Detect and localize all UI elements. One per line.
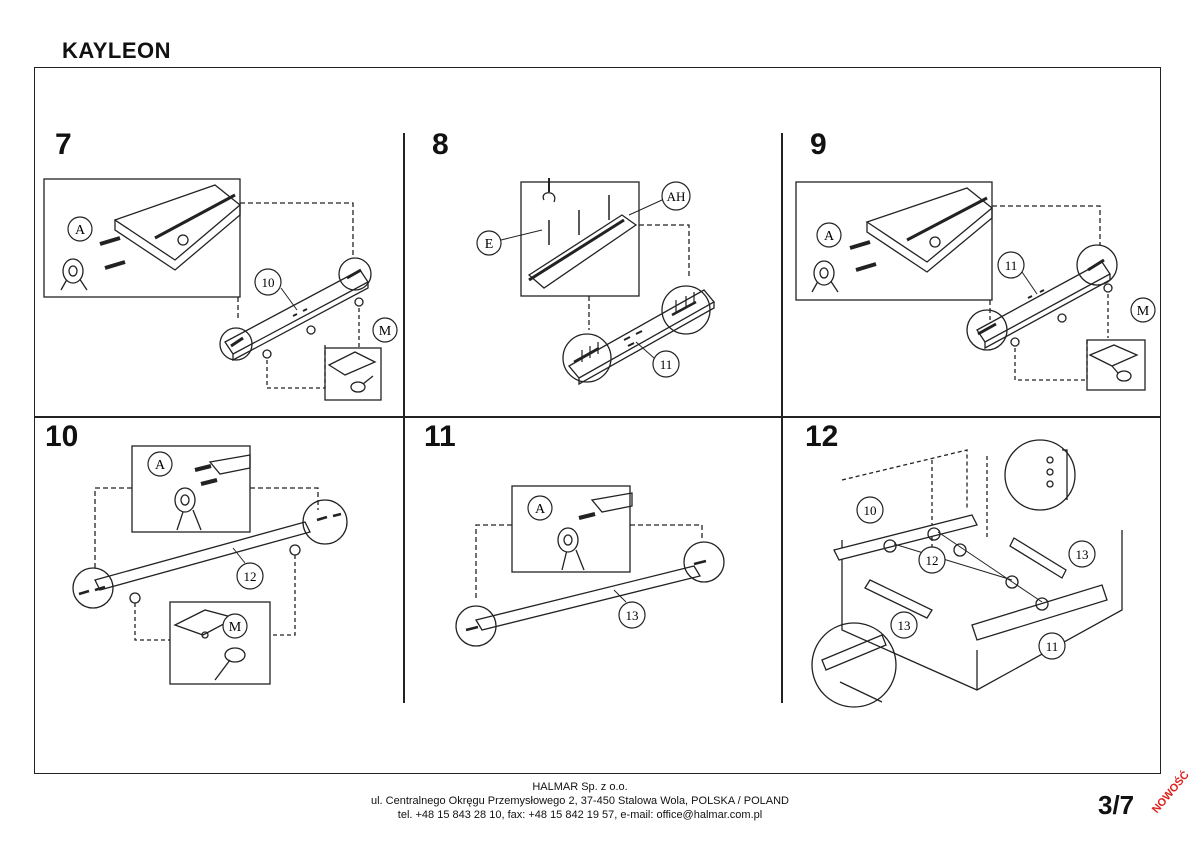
step-number-8: 8 bbox=[432, 128, 449, 161]
callout-11: 11 bbox=[997, 251, 1038, 295]
detail-box bbox=[511, 485, 631, 573]
callout-10: 10 bbox=[856, 496, 884, 524]
step-number-12: 12 bbox=[805, 420, 839, 453]
detail-box bbox=[520, 181, 640, 297]
divider-vertical-1 bbox=[403, 133, 405, 703]
footer-company: HALMAR Sp. z o.o. bbox=[532, 781, 628, 793]
footer-contact: tel. +48 15 843 28 10, fax: +48 15 842 1… bbox=[397, 809, 763, 821]
detail-box bbox=[795, 181, 993, 301]
callout-E: E bbox=[476, 229, 543, 256]
new-badge: NOWOŚĆ bbox=[1150, 769, 1192, 816]
callout-11-label: 11 bbox=[1046, 639, 1059, 654]
callout-13-right: 13 bbox=[1068, 540, 1096, 568]
callout-12: 12 bbox=[918, 546, 946, 574]
callout-10-label: 10 bbox=[262, 275, 275, 290]
callout-13-left: 13 bbox=[890, 611, 918, 639]
callout-13: 13 bbox=[613, 589, 646, 629]
step-8-illustration: E AH 11 bbox=[476, 178, 715, 386]
callout-12: 12 bbox=[232, 547, 264, 590]
callout-13-label: 13 bbox=[626, 608, 639, 623]
callout-11: 11 bbox=[1038, 632, 1066, 660]
callout-A-label: A bbox=[535, 502, 546, 517]
step-10-illustration: A 12 M bbox=[72, 445, 348, 685]
footer-address: ul. Centralnego Okręgu Przemysłowego 2, … bbox=[370, 795, 789, 807]
callout-11-label: 11 bbox=[660, 357, 673, 372]
callout-E-label: E bbox=[485, 237, 494, 252]
step-number-7: 7 bbox=[55, 128, 72, 161]
step-number-10: 10 bbox=[45, 420, 79, 453]
page-number: 3/7 bbox=[1098, 790, 1135, 820]
step-9-illustration: A 11 M bbox=[795, 181, 1156, 391]
callout-M: M bbox=[222, 613, 248, 639]
step-number-11: 11 bbox=[424, 420, 456, 453]
callout-13-left-label: 13 bbox=[898, 618, 911, 633]
callout-A-label: A bbox=[155, 458, 166, 473]
callout-12-label: 12 bbox=[926, 553, 939, 568]
callout-M-label: M bbox=[379, 324, 392, 339]
callout-AH-label: AH bbox=[667, 189, 686, 204]
callout-11-label: 11 bbox=[1005, 258, 1018, 273]
step-11-illustration: A 13 bbox=[455, 485, 725, 647]
company-footer: HALMAR Sp. z o.o. ul. Centralnego Okręgu… bbox=[300, 780, 860, 822]
callout-A: A bbox=[816, 222, 842, 248]
callout-A: A bbox=[527, 495, 553, 521]
step-7-illustration: A 10 M bbox=[43, 178, 398, 401]
step-12-illustration: 10 12 13 13 11 bbox=[811, 439, 1123, 708]
detail-box-bottom bbox=[169, 601, 271, 685]
callout-M: M bbox=[372, 317, 398, 343]
callout-11: 11 bbox=[635, 341, 680, 378]
callout-M: M bbox=[1130, 297, 1156, 323]
callout-10-label: 10 bbox=[864, 503, 877, 518]
callout-13-right-label: 13 bbox=[1076, 547, 1089, 562]
callout-M-label: M bbox=[229, 620, 242, 635]
instruction-frame bbox=[34, 67, 1161, 774]
callout-AH: AH bbox=[628, 181, 691, 216]
callout-M-label: M bbox=[1137, 304, 1150, 319]
detail-box bbox=[43, 178, 241, 298]
product-title: KAYLEON bbox=[62, 38, 172, 63]
detail-box-top bbox=[131, 445, 251, 533]
callout-12-label: 12 bbox=[244, 569, 257, 584]
callout-A-label: A bbox=[824, 229, 835, 244]
callout-A: A bbox=[67, 216, 93, 242]
callout-10: 10 bbox=[254, 268, 298, 311]
divider-vertical-2 bbox=[781, 133, 783, 703]
step-number-9: 9 bbox=[810, 128, 827, 161]
callout-A-label: A bbox=[75, 223, 86, 238]
divider-horizontal bbox=[34, 416, 1161, 418]
callout-A: A bbox=[147, 451, 173, 477]
